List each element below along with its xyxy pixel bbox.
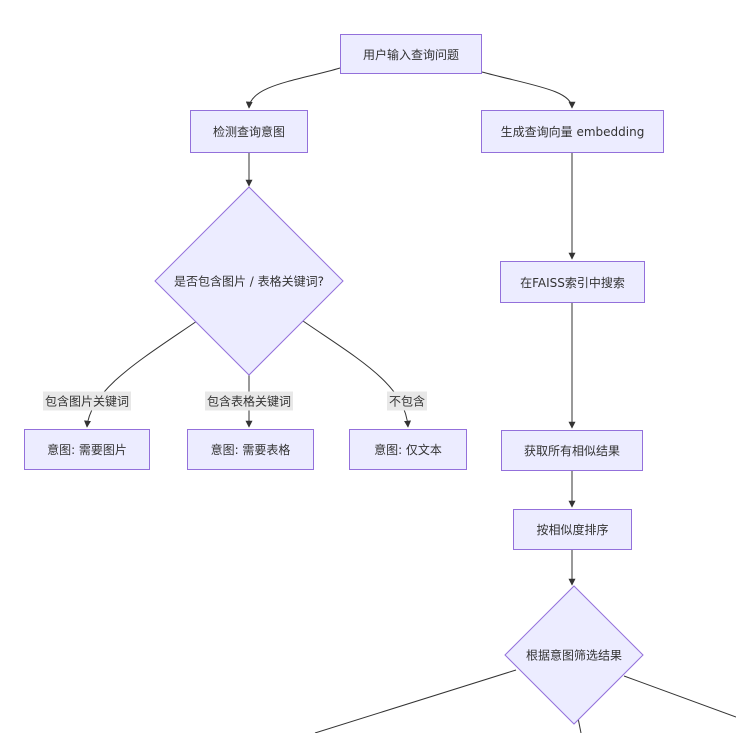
edge-label-contains-table: 包含表格关键词 [204,391,294,411]
node-get-results: 获取所有相似结果 [501,430,643,471]
node-user-input: 用户输入查询问题 [340,34,482,74]
decision-label-filter: 根据意图筛选结果 [525,648,623,663]
node-intent-text: 意图: 仅文本 [349,429,467,470]
node-detect-intent: 检测查询意图 [190,110,308,153]
edge-filter-left [314,669,517,733]
decision-label-keywords: 是否包含图片 / 表格关键词? [173,274,325,289]
node-sort-similarity: 按相似度排序 [513,509,632,550]
edge-label-not-contains: 不包含 [386,391,428,411]
edge-filter-down [577,717,582,733]
edge-filter-right [623,675,736,718]
node-faiss-search: 在FAISS索引中搜索 [500,261,645,303]
node-intent-table: 意图: 需要表格 [187,429,314,470]
edge-decision-to-text [302,320,412,428]
edge-label-contains-image: 包含图片关键词 [42,391,132,411]
edge-input-to-detect [245,67,341,109]
edge-decision-to-image [84,320,198,428]
edge-input-to-embedding [481,71,576,109]
node-intent-image: 意图: 需要图片 [24,429,150,470]
node-generate-embedding: 生成查询向量 embedding [481,110,664,153]
decision-diamond-filter [504,585,644,725]
decision-diamond-keywords [154,186,344,376]
